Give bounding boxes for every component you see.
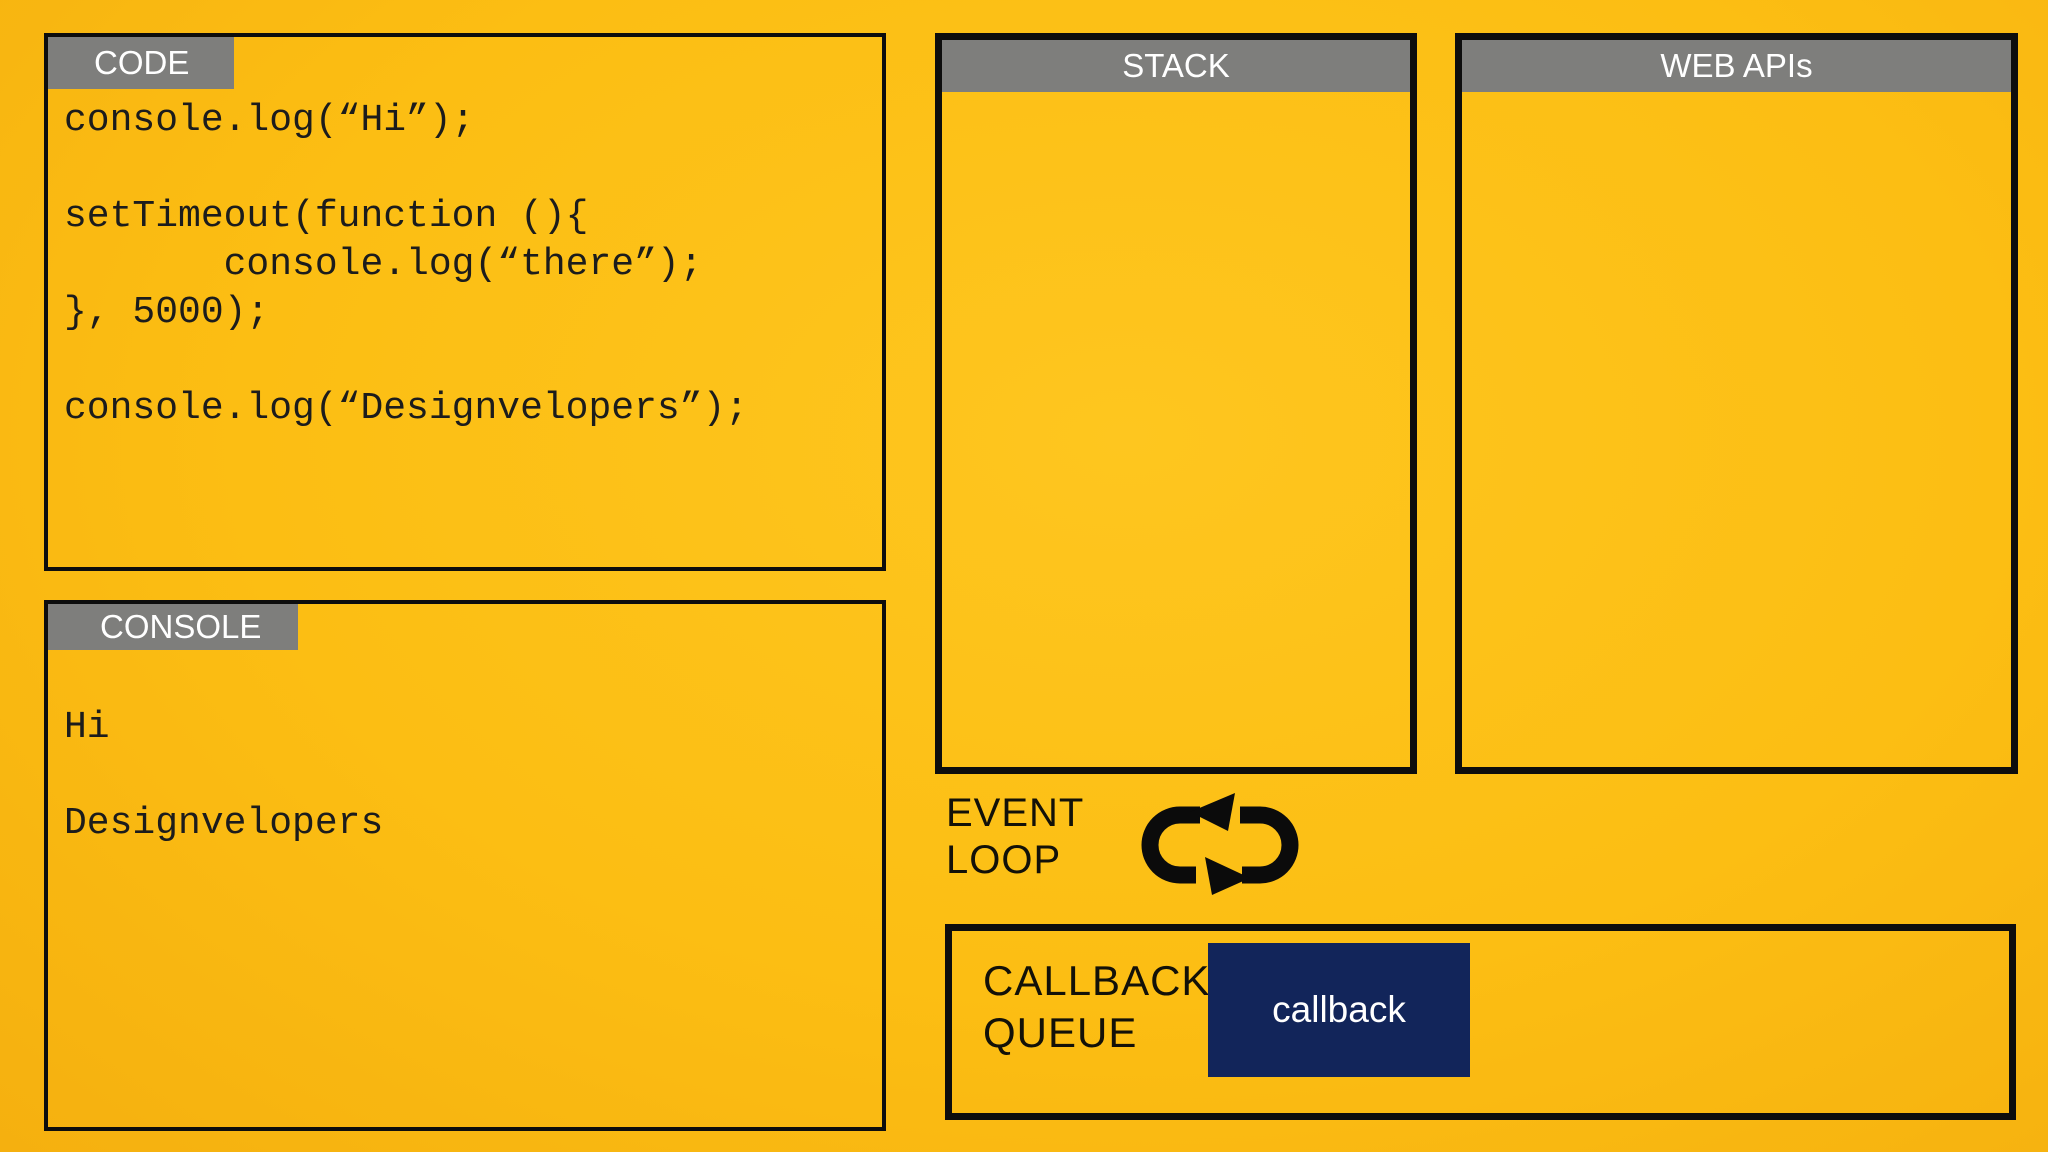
console-line: Designvelopers [64, 802, 384, 845]
callback-queue-label-line1: CALLBACK [983, 957, 1211, 1004]
callback-queue-label-line2: QUEUE [983, 1009, 1138, 1056]
callback-queue-item: callback [1208, 943, 1470, 1077]
web-apis-panel-title: WEB APIs [1660, 47, 1813, 84]
console-line: Hi [64, 706, 110, 749]
stack-panel: STACK [935, 33, 1417, 774]
console-output: Hi Designvelopers [48, 650, 882, 1127]
code-line [64, 145, 882, 193]
code-line: setTimeout(function (){ [64, 195, 589, 238]
event-loop-label: EVENT LOOP [946, 790, 1084, 884]
code-line [64, 337, 882, 385]
callback-queue-panel: CALLBACK QUEUE callback [945, 924, 2016, 1120]
web-apis-panel-header: WEB APIs [1462, 40, 2011, 92]
callback-queue-label: CALLBACK QUEUE [983, 955, 1210, 1059]
event-loop: EVENT LOOP [946, 790, 1299, 895]
stack-panel-header: STACK [942, 40, 1410, 92]
code-editor: console.log(“Hi”); setTimeout(function (… [48, 89, 882, 567]
code-panel-header: CODE [48, 37, 234, 89]
console-panel-title: CONSOLE [100, 608, 262, 645]
event-loop-label-line2: LOOP [946, 838, 1062, 882]
code-panel: CODE console.log(“Hi”); setTimeout(funct… [44, 33, 886, 571]
code-line: console.log(“there”); [64, 243, 703, 286]
code-line: console.log(“Designvelopers”); [64, 387, 749, 430]
event-loop-label-line1: EVENT [946, 791, 1085, 835]
code-panel-title: CODE [94, 44, 190, 81]
stack-panel-title: STACK [1122, 47, 1230, 84]
web-apis-body [1462, 92, 2011, 767]
console-panel: CONSOLE Hi Designvelopers [44, 600, 886, 1131]
console-panel-header: CONSOLE [48, 604, 298, 650]
web-apis-panel: WEB APIs [1455, 33, 2018, 774]
code-line: }, 5000); [64, 291, 270, 334]
console-line [64, 752, 882, 800]
code-line: console.log(“Hi”); [64, 99, 475, 142]
loop-arrows-icon [1141, 793, 1299, 895]
callback-queue-item-label: callback [1272, 989, 1406, 1030]
stack-body [942, 92, 1410, 767]
